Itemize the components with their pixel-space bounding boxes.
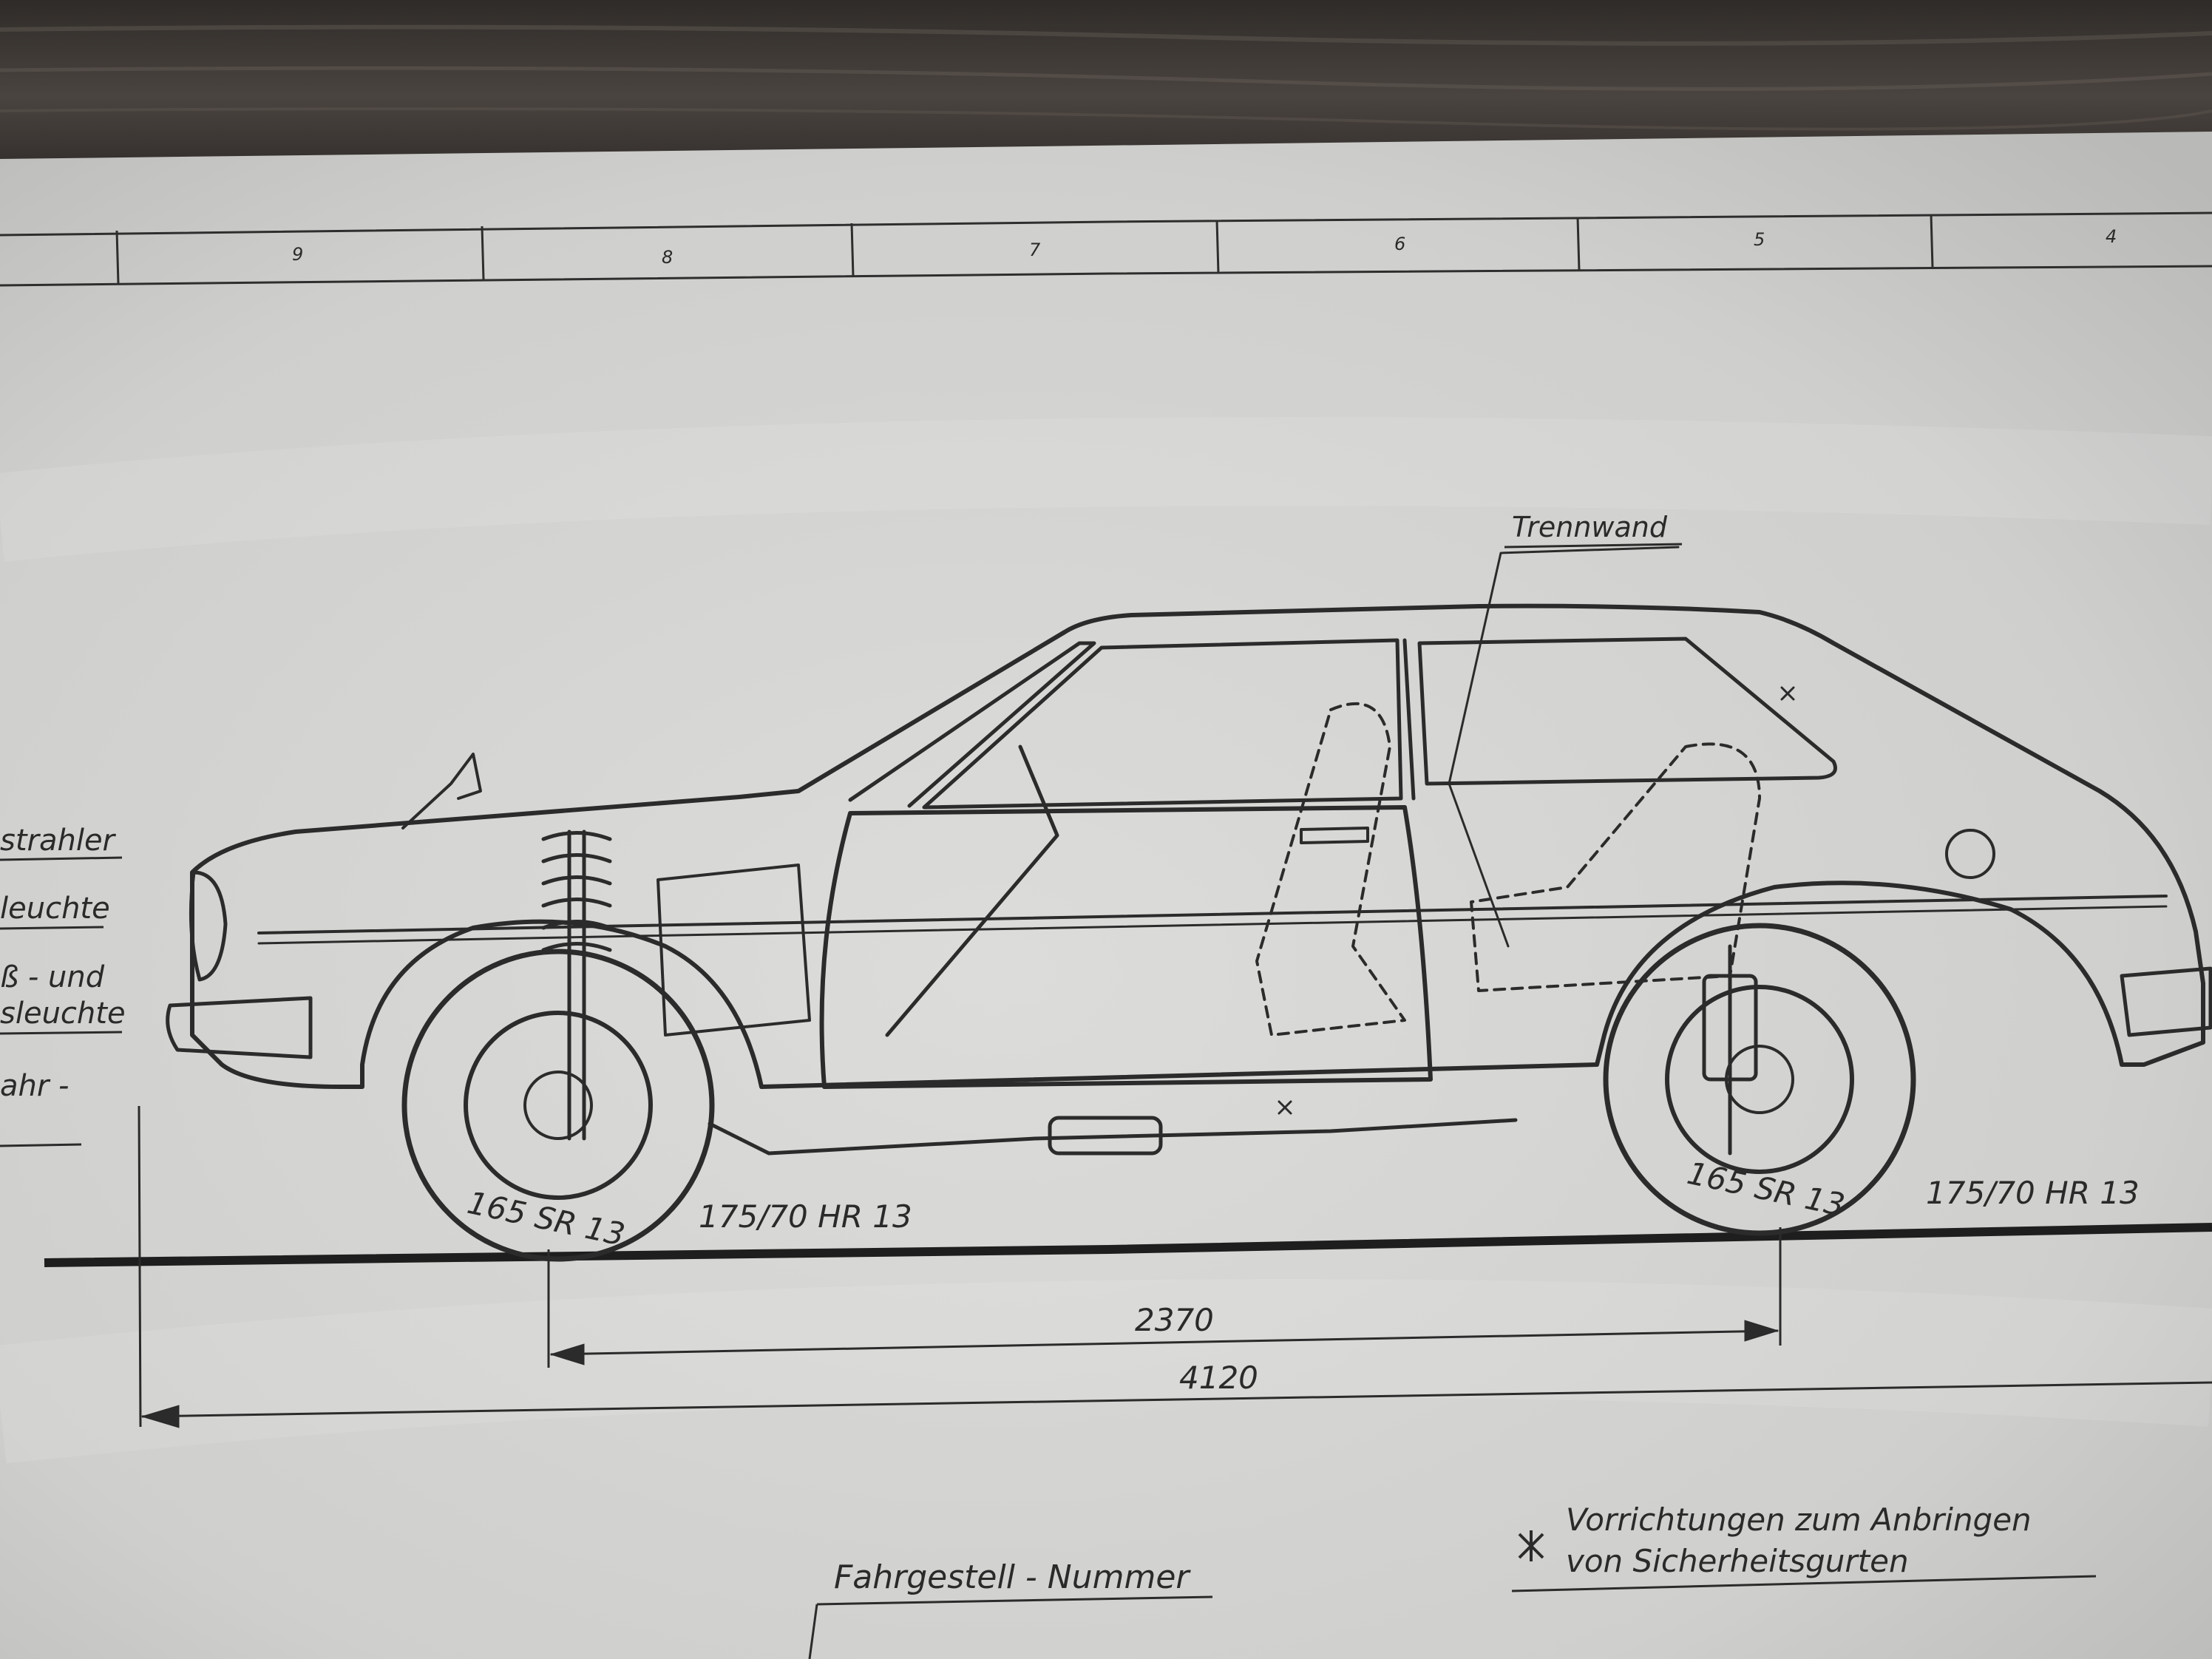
ground-line: [44, 1223, 2212, 1267]
zone-number: 8: [662, 247, 673, 268]
dimension-lines: [138, 1105, 2212, 1428]
rear-seat: [1470, 742, 1761, 992]
windshield: [848, 641, 1096, 808]
rear-side-window: [1417, 637, 1837, 786]
chassis-number-box: Fahrgestell - Nummer: [808, 1558, 1213, 1659]
left-legend: strahler leuchte ß - und sleuchte ahr -: [0, 824, 126, 1147]
overall-length-value: 4120: [1179, 1360, 1258, 1396]
zone-number: 5: [1754, 229, 1765, 250]
partition-label: Trennwand: [1504, 511, 1683, 549]
dimension-values: 2370 4120: [1135, 1302, 1258, 1396]
wheelbase-value: 2370: [1135, 1302, 1214, 1338]
zone-number: 6: [1394, 234, 1405, 254]
left-label: ahr -: [0, 1069, 69, 1103]
legend-line-1: Vorrichtungen zum Anbringen: [1566, 1502, 2032, 1538]
body-stripe-2: [257, 905, 2168, 945]
headlight: [189, 870, 228, 982]
zone-number: 4: [2106, 226, 2117, 247]
fuel-cap: [1945, 829, 1995, 879]
muffler: [1048, 1116, 1163, 1156]
front-wheel: [401, 949, 715, 1262]
rear-tire-option: 175/70 HR 13: [1926, 1175, 2140, 1211]
zone-number: 9: [292, 244, 303, 265]
partition-leader: [1448, 546, 1680, 948]
front-seat: [1255, 702, 1406, 1037]
door-outline: [819, 805, 1433, 1089]
rear-wheel: [1603, 923, 1916, 1236]
side-mirror: [401, 753, 482, 830]
legend-line-2: von Sicherheitsgurten: [1566, 1543, 1909, 1579]
frame-border: [0, 211, 2212, 287]
rear-suspension: [1702, 944, 1758, 1156]
zone-number: 7: [1029, 240, 1041, 260]
body-stripe: [257, 895, 2168, 934]
seatbelt-anchor-icon: [1278, 686, 1795, 1115]
steering-column: [885, 744, 1059, 1037]
left-label: sleuchte: [0, 997, 126, 1031]
front-tire-option: 175/70 HR 13: [699, 1198, 912, 1235]
left-label: strahler: [0, 824, 117, 858]
seatbelt-legend: Vorrichtungen zum Anbringen von Sicherhe…: [1511, 1502, 2097, 1592]
front-side-window: [922, 638, 1403, 810]
left-label: ß - und: [0, 960, 105, 994]
left-label: leuchte: [0, 892, 110, 926]
front-bumper: [166, 996, 313, 1059]
seatbelt-anchor-icon: [1518, 1530, 1544, 1561]
car-side-view: [166, 546, 2212, 1262]
engine-block: [657, 864, 811, 1037]
b-pillar: [1402, 638, 1416, 801]
exhaust-pipe: [708, 1118, 1518, 1156]
chassis-number-label: Fahrgestell - Nummer: [834, 1558, 1191, 1596]
partition-text: Trennwand: [1512, 511, 1668, 543]
door-handle: [1300, 827, 1369, 844]
front-spring: [541, 830, 612, 1141]
paper-sheet: [0, 132, 2212, 1659]
zone-numbers: 9 8 7 6 5 4: [292, 226, 2117, 268]
rear-bumper: [2120, 966, 2212, 1037]
